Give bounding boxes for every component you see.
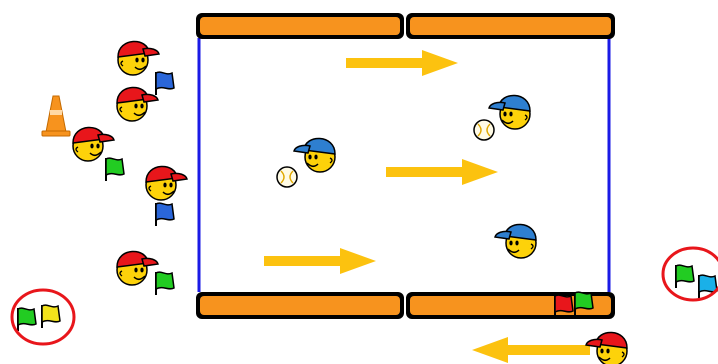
highlight-ring [661, 246, 718, 302]
red-cap-player-icon [585, 331, 628, 364]
red-cap-player-icon [72, 126, 115, 162]
arrow-right-top [346, 50, 458, 76]
red-cap-player-icon [116, 86, 159, 122]
red-cap-player-icon [116, 250, 159, 286]
green-flag-icon [675, 264, 695, 288]
blue-cap-player-icon [494, 223, 537, 259]
red-flag-icon [554, 294, 574, 318]
top-bench-right [406, 13, 615, 39]
green-flag-icon [155, 271, 175, 295]
red-cap-player-icon [145, 165, 188, 201]
arrow-right-middle [386, 159, 498, 185]
blue-flag-icon [155, 202, 175, 226]
ball-icon [276, 166, 298, 188]
arrow-left-bottom [472, 337, 590, 363]
blue-cap-player-icon [293, 137, 336, 173]
green-flag-icon [17, 307, 37, 331]
cyan-flag-icon [698, 274, 718, 298]
bottom-bench-left [196, 292, 404, 319]
ball-icon [473, 119, 495, 141]
blue-cap-player-icon [488, 94, 531, 130]
yellow-flag-icon [41, 304, 61, 328]
cone-icon [41, 95, 71, 137]
green-flag-icon [574, 291, 594, 315]
green-flag-icon [105, 157, 125, 181]
arrow-right-bottom [264, 248, 376, 274]
red-cap-player-icon [117, 40, 160, 76]
blue-flag-icon [155, 71, 175, 95]
highlight-ring [10, 288, 76, 346]
top-bench-left [196, 13, 404, 39]
